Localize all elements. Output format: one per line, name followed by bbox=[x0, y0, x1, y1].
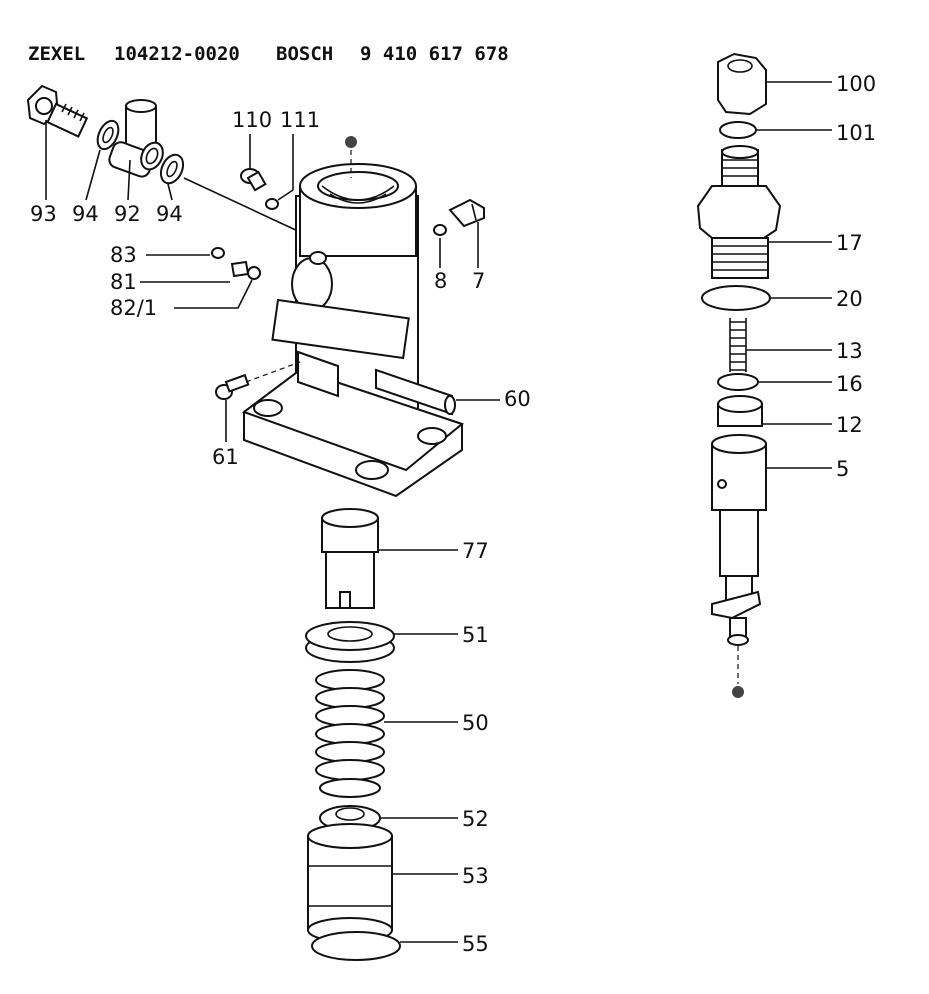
screw-110 bbox=[240, 168, 267, 192]
callout-55: 55 bbox=[462, 932, 489, 956]
sealing-washer-94-right bbox=[159, 153, 185, 185]
plunger-spring-50 bbox=[315, 669, 385, 798]
washer-111 bbox=[265, 198, 279, 210]
leader-94-left bbox=[85, 149, 101, 201]
callout-101: 101 bbox=[836, 121, 876, 145]
clip-81 bbox=[230, 260, 250, 278]
callout-8: 8 bbox=[434, 269, 447, 293]
header-brand-zexel: ZEXEL bbox=[28, 43, 85, 65]
delivery-valve-12 bbox=[717, 395, 763, 427]
leader-92 bbox=[127, 159, 131, 201]
callout-50: 50 bbox=[462, 711, 489, 735]
screw-61 bbox=[215, 373, 250, 400]
callout-5: 5 bbox=[836, 457, 849, 481]
reference-dot-bottom bbox=[732, 686, 744, 698]
callout-20: 20 bbox=[836, 287, 863, 311]
callout-7: 7 bbox=[472, 269, 485, 293]
header-brand-bosch: BOSCH bbox=[276, 43, 333, 65]
callout-60: 60 bbox=[504, 387, 531, 411]
callout-61: 61 bbox=[212, 445, 239, 469]
gasket-16 bbox=[717, 373, 759, 391]
washer-82-1 bbox=[247, 266, 261, 280]
screw-7 bbox=[448, 198, 485, 228]
callout-52: 52 bbox=[462, 807, 489, 831]
leader-94-right bbox=[167, 183, 173, 201]
callout-51: 51 bbox=[462, 623, 489, 647]
fitting-alignment-line bbox=[183, 177, 301, 233]
pump-housing bbox=[241, 163, 465, 498]
callout-93: 93 bbox=[30, 202, 57, 226]
callout-53: 53 bbox=[462, 864, 489, 888]
gasket-101 bbox=[719, 121, 757, 139]
sealing-washer-94-left bbox=[96, 119, 120, 151]
callout-17: 17 bbox=[836, 231, 863, 255]
callout-92: 92 bbox=[114, 202, 141, 226]
washer-8 bbox=[433, 224, 447, 236]
washer-83 bbox=[211, 247, 225, 259]
header-bosch-part-number: 9 410 617 678 bbox=[360, 43, 509, 65]
banjo-fitting-92 bbox=[108, 99, 164, 178]
o-ring-20 bbox=[701, 285, 771, 311]
header-zexel-part-number: 104212-0020 bbox=[114, 43, 240, 65]
callout-100: 100 bbox=[836, 72, 876, 96]
spring-seat-51 bbox=[305, 621, 395, 663]
reference-dot-top bbox=[345, 136, 357, 148]
banjo-bolt-93 bbox=[26, 84, 89, 138]
plunger-barrel-5 bbox=[711, 434, 767, 646]
leader-82-1 bbox=[174, 279, 253, 309]
callout-12: 12 bbox=[836, 413, 863, 437]
screw-61-axis bbox=[245, 361, 301, 383]
diagram-header: ZEXEL 104212-0020 BOSCH 9 410 617 678 bbox=[28, 43, 509, 65]
callout-83: 83 bbox=[110, 243, 137, 267]
callout-94-left: 94 bbox=[72, 202, 99, 226]
delivery-valve-holder-100 bbox=[717, 52, 767, 116]
barrel-17 bbox=[696, 145, 782, 279]
callout-81: 81 bbox=[110, 270, 137, 294]
callout-77: 77 bbox=[462, 539, 489, 563]
control-sleeve-77 bbox=[321, 508, 379, 609]
callout-111: 111 bbox=[280, 108, 320, 132]
tappet-53 bbox=[307, 823, 393, 943]
callout-82-1: 82/1 bbox=[110, 296, 157, 320]
callout-13: 13 bbox=[836, 339, 863, 363]
circlip-55 bbox=[311, 931, 401, 961]
valve-spring-13 bbox=[729, 318, 747, 372]
callout-94-right: 94 bbox=[156, 202, 183, 226]
callout-110: 110 bbox=[232, 108, 272, 132]
leader-111-b bbox=[277, 189, 294, 201]
callout-16: 16 bbox=[836, 372, 863, 396]
